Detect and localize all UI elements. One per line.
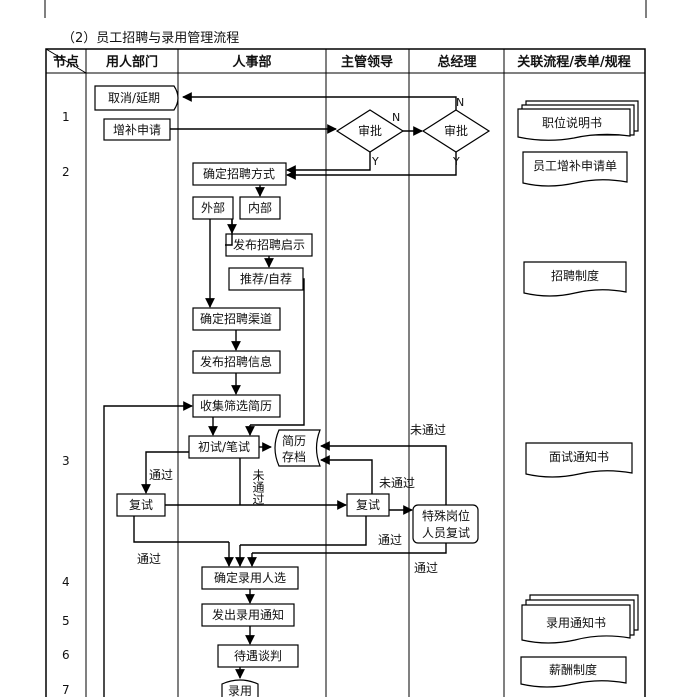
external-box bbox=[192, 196, 234, 220]
approve-gm-label: 审批 bbox=[444, 123, 468, 138]
archive-store bbox=[274, 429, 321, 467]
special-label-2: 人员复试 bbox=[422, 525, 470, 540]
external-label: 外部 bbox=[201, 200, 225, 215]
header-gm: 总经理 bbox=[437, 54, 476, 70]
collect-box bbox=[192, 394, 281, 418]
doc-recruit-policy-label: 招聘制度 bbox=[551, 268, 599, 283]
doc-hire-notice bbox=[521, 594, 639, 644]
label-fail-1: 未通过 bbox=[410, 423, 446, 437]
retest-sup-box bbox=[346, 493, 390, 517]
retest-dept-label: 复试 bbox=[129, 497, 153, 512]
doc-salary-policy bbox=[520, 656, 627, 688]
method-label: 确定招聘方式 bbox=[203, 166, 275, 181]
corner-diagonal bbox=[45, 48, 87, 74]
doc-interview-notice bbox=[525, 442, 633, 478]
hire-label: 录用 bbox=[228, 684, 252, 697]
header-node: 节点 bbox=[53, 54, 79, 70]
label-pass-3: 通过 bbox=[378, 533, 402, 547]
row-number-7: 7 bbox=[62, 683, 70, 697]
doc-salary-policy-label: 薪酬制度 bbox=[549, 662, 597, 677]
doc-hire-notice-label: 录用通知书 bbox=[546, 616, 606, 630]
label-n2: N bbox=[456, 96, 464, 109]
special-label-1: 特殊岗位 bbox=[422, 508, 470, 523]
archive-label-2: 存档 bbox=[282, 450, 306, 464]
label-fail-2: 未通过 bbox=[379, 476, 415, 490]
negotiate-label: 待遇谈判 bbox=[234, 649, 282, 663]
hire-terminal bbox=[221, 679, 259, 697]
label-y2: Y bbox=[452, 155, 460, 168]
label-pass-4: 通过 bbox=[414, 561, 438, 575]
flow-connectors bbox=[103, 92, 457, 697]
label-fail-3: 未通过 bbox=[251, 469, 265, 505]
header-supervisor: 主管领导 bbox=[341, 54, 393, 70]
recommend-label: 推荐/自荐 bbox=[240, 272, 292, 286]
doc-job-desc-label: 职位说明书 bbox=[542, 115, 602, 130]
channel-label: 确定招聘渠道 bbox=[200, 311, 272, 326]
row-number-1: 1 bbox=[62, 110, 70, 124]
method-box bbox=[192, 162, 287, 186]
label-n: N bbox=[392, 111, 400, 124]
table-frame bbox=[45, 48, 646, 697]
request-label: 增补申请 bbox=[113, 123, 161, 137]
row-number-6: 6 bbox=[62, 648, 70, 662]
negotiate-box bbox=[217, 644, 299, 668]
header-dept: 用人部门 bbox=[105, 54, 158, 70]
collect-label: 收集筛选简历 bbox=[200, 398, 272, 413]
notify-box bbox=[201, 603, 295, 627]
doc-job-desc bbox=[517, 100, 639, 141]
diagram-caption: （2）员工招聘与录用管理流程 bbox=[62, 31, 239, 46]
label-pass-2: 通过 bbox=[137, 552, 161, 566]
publish-info-label: 发布招聘信息 bbox=[200, 354, 272, 369]
notify-label: 发出录用通知 bbox=[212, 607, 284, 622]
first-test-label: 初试/笔试 bbox=[198, 439, 250, 454]
confirm-label: 确定录用人选 bbox=[214, 570, 286, 585]
row-number-3: 3 bbox=[62, 454, 70, 468]
row-number-5: 5 bbox=[62, 614, 70, 628]
cancel-terminal bbox=[94, 85, 179, 111]
archive-label-1: 简历 bbox=[282, 434, 306, 448]
cancel-label: 取消/延期 bbox=[108, 91, 160, 105]
doc-add-form-label: 员工增补申请单 bbox=[533, 159, 617, 173]
publish-notice-label: 发布招聘启示 bbox=[233, 237, 305, 252]
row-number-2: 2 bbox=[62, 165, 70, 179]
internal-label: 内部 bbox=[248, 200, 272, 215]
doc-add-form bbox=[522, 151, 628, 187]
retest-sup-label: 复试 bbox=[356, 497, 380, 512]
row-number-4: 4 bbox=[62, 575, 70, 589]
doc-recruit-policy bbox=[523, 261, 627, 297]
label-y1: Y bbox=[371, 155, 379, 168]
doc-interview-notice-label: 面试通知书 bbox=[549, 449, 609, 464]
header-hr: 人事部 bbox=[232, 54, 271, 70]
internal-box bbox=[239, 196, 281, 220]
approve-sup-label: 审批 bbox=[358, 123, 382, 138]
header-docs: 关联流程/表单/规程 bbox=[517, 54, 631, 70]
label-pass-1: 通过 bbox=[149, 468, 173, 482]
